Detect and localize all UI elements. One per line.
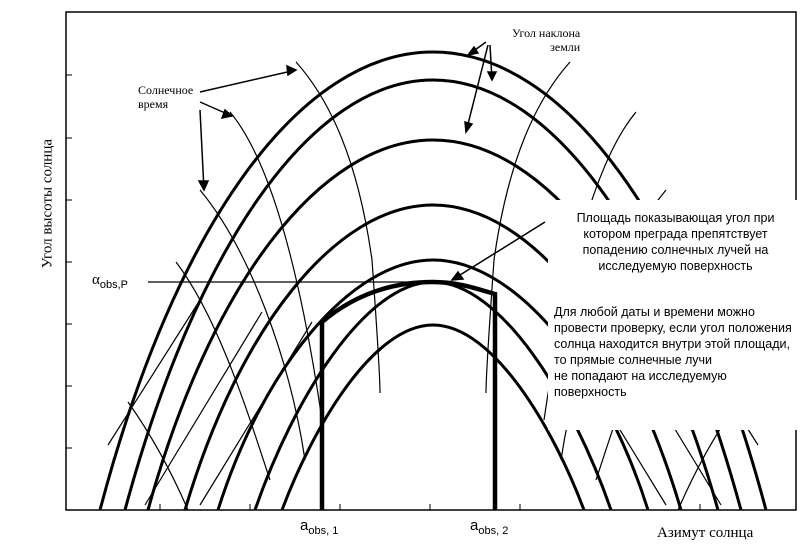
azimuth-obs-2-label: aobs, 2: [470, 517, 508, 538]
earth-tilt-line-2: земли: [550, 39, 581, 54]
alpha-obs-label: αobs,P: [92, 272, 128, 292]
a2-symbol: a: [470, 517, 479, 534]
annotation-arrows: [197, 41, 546, 281]
y-axis-ticks: [66, 74, 72, 449]
check-description: Для любой даты и времени можно провести …: [554, 305, 792, 399]
alpha-symbol: α: [92, 272, 100, 288]
solar-time-label: Солнечное время: [138, 83, 194, 112]
area-description: Площадь показывающая угол при котором пр…: [576, 211, 775, 273]
azimuth-obs-1-label: aobs, 1: [300, 517, 338, 538]
x-axis-label: Азимут солнца: [657, 525, 754, 541]
annotation-box: Площадь показывающая угол при котором пр…: [548, 200, 800, 430]
y-axis-label: Угол высоты солнца: [39, 138, 56, 269]
earth-tilt-label: Угол наклона земли: [512, 26, 581, 55]
a2-subscript: obs, 2: [478, 525, 509, 537]
solar-time-line-2: время: [138, 96, 169, 111]
alpha-subscript: obs,P: [99, 279, 128, 291]
x-axis-ticks: [159, 504, 701, 510]
a1-symbol: a: [300, 517, 309, 534]
sun-path-7: [280, 323, 586, 511]
solar-time-line-1: Солнечное: [138, 83, 194, 97]
obstruction-area: [319, 279, 498, 510]
earth-tilt-line-1: Угол наклона: [512, 26, 581, 40]
a1-subscript: obs, 1: [308, 525, 339, 537]
